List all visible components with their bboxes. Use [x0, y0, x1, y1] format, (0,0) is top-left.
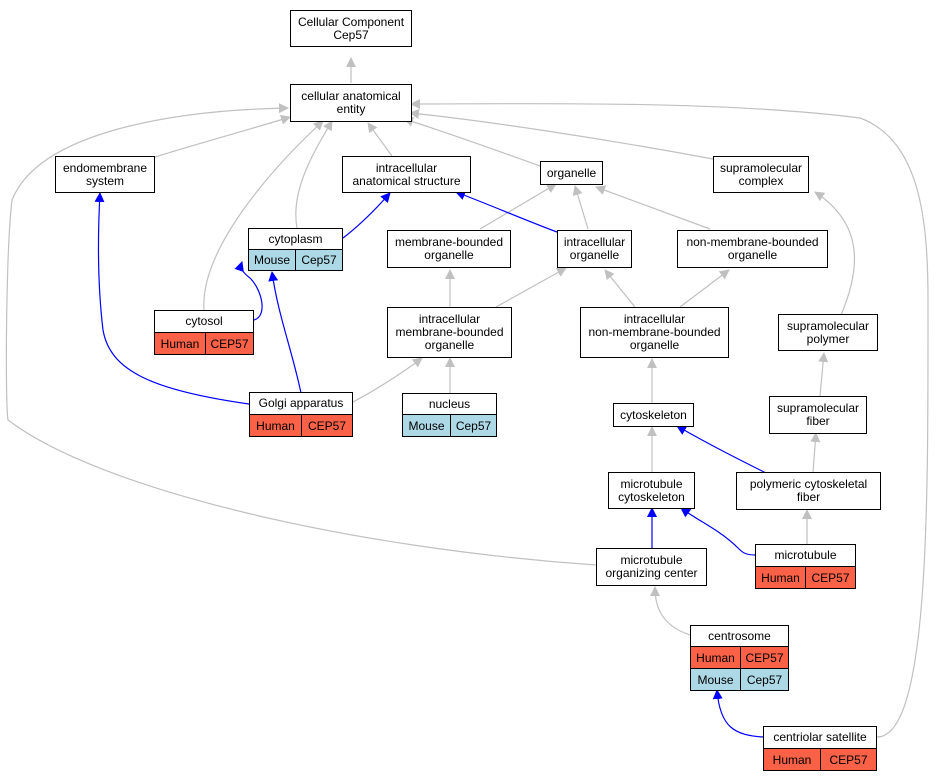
node-label: supramolecular fiber: [776, 401, 860, 428]
edge-intraorg-ias: [455, 190, 558, 233]
edge-organelle-cae: [403, 116, 541, 167]
edge-golgi-endomembrane: [94, 192, 250, 405]
node-label: organelle: [546, 165, 597, 180]
node-label: endomembrane system: [62, 160, 148, 188]
annotation-gene: CEP57: [820, 748, 877, 771]
edge-cytoplasm-ias: [342, 192, 391, 239]
node-label: membrane-bounded organelle: [394, 235, 504, 262]
annotation-species: Mouse: [248, 249, 296, 271]
edge-suprapolymer-supracomplex: [814, 191, 855, 316]
node-nucleus[interactable]: nucleus: [402, 393, 497, 415]
node-supramolecular-complex[interactable]: supramolecular complex: [713, 156, 809, 193]
node-label: intracellular organelle: [563, 235, 626, 262]
annotation-gene: CEP57: [205, 332, 254, 355]
node-label: nucleus: [428, 396, 471, 411]
node-label: supramolecular polymer: [786, 318, 870, 346]
edge-cytosol-cytoplasm: [234, 261, 263, 321]
node-cytoplasm[interactable]: cytoplasm: [248, 228, 343, 250]
node-supramolecular-fiber[interactable]: supramolecular fiber: [769, 396, 867, 434]
node-label: non-membrane-bounded organelle: [686, 235, 819, 262]
edge-centrosome-mtoc: [650, 586, 691, 636]
annotation-species: Mouse: [690, 668, 741, 691]
edge-inmbo-nmbo: [679, 269, 730, 308]
node-label: microtubule cytoskeleton: [618, 476, 685, 504]
edge-mtoc-cae: [5, 103, 597, 566]
annotation-gene: Cep57: [295, 249, 343, 271]
node-polymeric-cytoskeletal-fiber[interactable]: polymeric cytoskeletal fiber: [736, 472, 881, 510]
annotation-gene: CEP57: [740, 646, 789, 669]
edge-centsat-centrosome: [712, 689, 764, 738]
node-centriolar-satellite[interactable]: centriolar satellite: [763, 726, 877, 749]
node-label: intracellular anatomical structure: [352, 160, 461, 188]
node-label: cellular anatomical entity: [301, 89, 401, 116]
node-label: microtubule: [774, 548, 837, 562]
edge-endomembrane-cae: [154, 114, 291, 158]
node-cellular-component[interactable]: Cellular Component Cep57: [290, 10, 412, 47]
node-organelle[interactable]: organelle: [540, 161, 603, 185]
node-intracellular-organelle[interactable]: intracellular organelle: [557, 230, 632, 268]
edge-inmbo-intraorg: [604, 269, 636, 308]
node-label: cytosol: [185, 314, 223, 328]
node-intracellular-membrane-bounded-organelle[interactable]: intracellular membrane-bounded organelle: [387, 307, 512, 358]
annotation-species: Human: [249, 414, 302, 437]
edge-polycyto-suprafiber: [810, 432, 821, 473]
annotation-species: Human: [763, 748, 821, 771]
node-cytoskeleton[interactable]: cytoskeleton: [613, 403, 694, 427]
node-intracellular-non-membrane-bounded-organelle[interactable]: intracellular non-membrane-bounded organ…: [580, 307, 729, 358]
edge-mbo-organelle: [479, 183, 557, 230]
edge-golgi-cytoplasm: [268, 271, 302, 394]
node-label: supramolecular complex: [719, 160, 803, 188]
node-microtubule-cytoskeleton[interactable]: microtubule cytoskeleton: [608, 472, 695, 509]
edge-nmbo-organelle: [595, 185, 711, 230]
edge-microtubule-mtcyto: [680, 507, 756, 556]
node-intracellular-anatomical-structure[interactable]: intracellular anatomical structure: [342, 156, 471, 193]
node-label: cytoskeleton: [620, 407, 687, 422]
node-label: microtubule organizing center: [605, 553, 698, 580]
node-label: centriolar satellite: [773, 730, 867, 744]
edge-supracomplex-cae: [409, 108, 714, 160]
edge-imbo-intraorg: [495, 267, 567, 308]
edge-suprafiber-suprapolymer: [818, 352, 829, 397]
edge-cytosol-cae: [203, 120, 324, 311]
node-cytosol[interactable]: cytosol: [154, 310, 254, 333]
node-supramolecular-polymer[interactable]: supramolecular polymer: [778, 314, 878, 351]
annotation-gene: CEP57: [301, 414, 353, 437]
edge-golgi-imbo: [352, 357, 423, 403]
annotation-gene: Cep57: [450, 414, 497, 437]
node-label: polymeric cytoskeletal fiber: [749, 477, 868, 504]
annotation-gene: CEP57: [805, 566, 856, 589]
node-centrosome[interactable]: centrosome: [690, 625, 789, 647]
node-microtubule-organizing-center[interactable]: microtubule organizing center: [596, 548, 707, 586]
annotation-species: Human: [690, 646, 741, 669]
edge-polycyto-cytoskeleton: [676, 425, 773, 477]
node-golgi-apparatus[interactable]: Golgi apparatus: [249, 392, 353, 415]
node-label: Golgi apparatus: [258, 396, 344, 410]
node-label: cytoplasm: [268, 231, 323, 246]
node-label: centrosome: [708, 628, 771, 643]
node-microtubule[interactable]: microtubule: [755, 544, 856, 567]
node-label: intracellular membrane-bounded organelle: [395, 312, 504, 352]
node-label: intracellular non-membrane-bounded organ…: [588, 312, 721, 352]
node-label: Cellular Component Cep57: [297, 14, 405, 42]
annotation-gene: Cep57: [740, 668, 789, 691]
node-endomembrane-system[interactable]: endomembrane system: [55, 156, 155, 193]
annotation-species: Human: [755, 566, 806, 589]
edge-cytoplasm-cae: [295, 120, 333, 229]
edge-intraorg-organelle: [572, 185, 589, 230]
annotation-species: Human: [154, 332, 206, 355]
node-membrane-bounded-organelle[interactable]: membrane-bounded organelle: [387, 230, 511, 268]
node-cellular-anatomical-entity[interactable]: cellular anatomical entity: [290, 84, 412, 122]
annotation-species: Mouse: [402, 414, 451, 437]
edge-centsat-cae: [410, 98, 929, 738]
node-non-membrane-bounded-organelle[interactable]: non-membrane-bounded organelle: [677, 230, 828, 268]
edge-ias-cae: [367, 122, 393, 157]
